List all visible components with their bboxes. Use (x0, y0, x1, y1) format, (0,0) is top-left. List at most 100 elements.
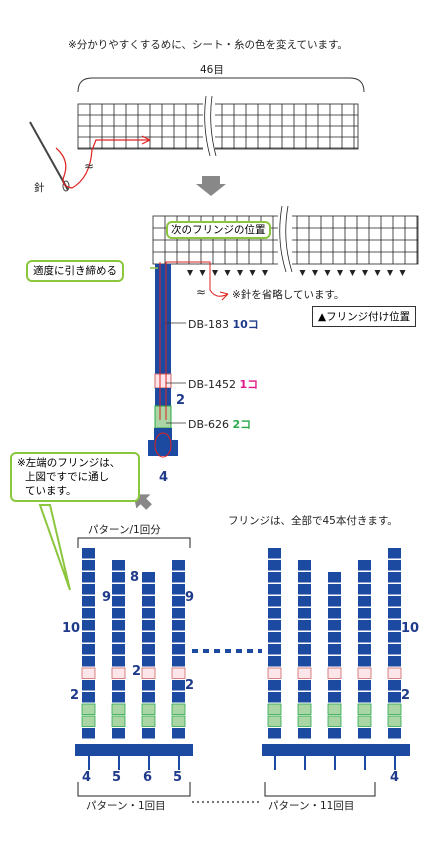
callout-line-3: ています。 (25, 485, 77, 497)
fringe-bead (388, 596, 401, 607)
base-beads-right (262, 744, 410, 756)
fringe-bead (388, 548, 401, 559)
fringe-bead (388, 608, 401, 619)
fringe-bead (328, 572, 341, 583)
fringe-bead (387, 715, 402, 727)
fringe-bead (112, 572, 125, 583)
fringe-bead (172, 644, 185, 655)
fringe-bead (172, 620, 185, 631)
col4-num-2: 2 (185, 678, 195, 693)
fringe-bead (142, 728, 155, 739)
tighten-callout: 適度に引き締める (26, 260, 124, 282)
fringe-bead (172, 572, 185, 583)
fringe-bead (82, 596, 95, 607)
fringe-marker-icon (337, 270, 343, 276)
needle-label: 針 (34, 182, 45, 194)
fringe-count-2: 2 (176, 393, 186, 408)
fringe-bead (172, 728, 185, 739)
pattern-first-label: パターン・1回目 (86, 800, 166, 812)
bottom-num-4: 5 (173, 770, 183, 785)
fringe-bead (172, 632, 185, 643)
fringe-bead (172, 608, 185, 619)
bottom-num-1: 4 (82, 770, 92, 785)
triangle-icon: ▲ (318, 311, 327, 323)
fringe-bead (328, 584, 341, 595)
fringe-marker-icon (187, 270, 193, 276)
strand-green-beads (154, 405, 172, 429)
fringe-bead (298, 644, 311, 655)
fringe-bead (112, 644, 125, 655)
fringe-marker-icon (399, 270, 406, 276)
fringe-bead (82, 680, 95, 691)
strand-blue-beads-2 (155, 388, 171, 406)
fringe-bead (388, 620, 401, 631)
strand-end-bead (154, 428, 172, 440)
base-beads-left (75, 744, 193, 756)
fringe-bead (112, 608, 125, 619)
fringe-bead (298, 656, 311, 667)
fringe-bead (267, 667, 282, 679)
col3-num-2: 2 (132, 664, 142, 679)
fringe-bead (387, 703, 402, 715)
fringe-marker-icon (387, 270, 393, 276)
sheet-grid-top (77, 95, 359, 157)
fringe-bead (298, 584, 311, 595)
pattern-eleventh-label: パターン・11回目 (268, 800, 355, 812)
right-side-num-10: 10 (401, 621, 420, 636)
fringe-marker-icon (249, 270, 256, 276)
fringe-bead (171, 703, 186, 715)
fringe-bead (327, 667, 342, 679)
bead-label-1: DB-183 10コ (188, 318, 259, 331)
fringe-bead (388, 584, 401, 595)
fringe-bead (327, 715, 342, 727)
fringe-bead (358, 620, 371, 631)
fringe-bead (81, 703, 96, 715)
left-side-num-2: 2 (70, 688, 80, 703)
fringe-bead (142, 596, 155, 607)
thread-red-main (159, 261, 229, 420)
fringe-bead (82, 560, 95, 571)
fringe-marker-icon (374, 270, 381, 276)
thread-loop (154, 432, 172, 458)
fringe-bead (297, 703, 312, 715)
fringe-bead (171, 667, 186, 679)
fringe-bead (298, 680, 311, 691)
fringe-bead (268, 692, 281, 703)
fringe-bead (142, 680, 155, 691)
top-note: ※分かりやすくするめに、シート・糸の色を変えています。 (68, 39, 348, 51)
fringe-bead (388, 644, 401, 655)
fringe-bead (112, 680, 125, 691)
fringe-bead (142, 644, 155, 655)
fringe-bead (111, 703, 126, 715)
col2-num-9: 9 (102, 590, 112, 605)
fringe-bead (268, 572, 281, 583)
svg-text:≈: ≈ (196, 285, 206, 299)
fringe-bead (111, 715, 126, 727)
fringe-marker-icon (212, 270, 218, 276)
fringe-bead (358, 584, 371, 595)
fringe-bead (142, 692, 155, 703)
bead-label-2: DB-1452 1コ (188, 378, 259, 391)
fringe-bead (298, 620, 311, 631)
strand-end-beads (148, 440, 178, 456)
total-fringe-note: フリンジは、全部で45本付きます。 (228, 515, 398, 527)
fringe-marker-icon (299, 270, 306, 276)
fringe-marker-icon (312, 270, 318, 276)
fringe-bead (112, 692, 125, 703)
fringe-bead (172, 560, 185, 571)
fringe-bead (112, 620, 125, 631)
width-label: 46目 (200, 64, 224, 76)
fringe-bead (112, 656, 125, 667)
fringe-bead (268, 620, 281, 631)
needle-icon (29, 121, 70, 192)
fringe-bead (298, 596, 311, 607)
fringe-marker-icon (199, 270, 206, 276)
fringe-bead (142, 608, 155, 619)
fringe-bead (82, 572, 95, 583)
fringe-bead (327, 703, 342, 715)
fringe-position-legend: ▲フリンジ付け位置 (312, 306, 417, 327)
fringe-bead (82, 656, 95, 667)
fringe-bead (268, 728, 281, 739)
fringe-bead (112, 560, 125, 571)
